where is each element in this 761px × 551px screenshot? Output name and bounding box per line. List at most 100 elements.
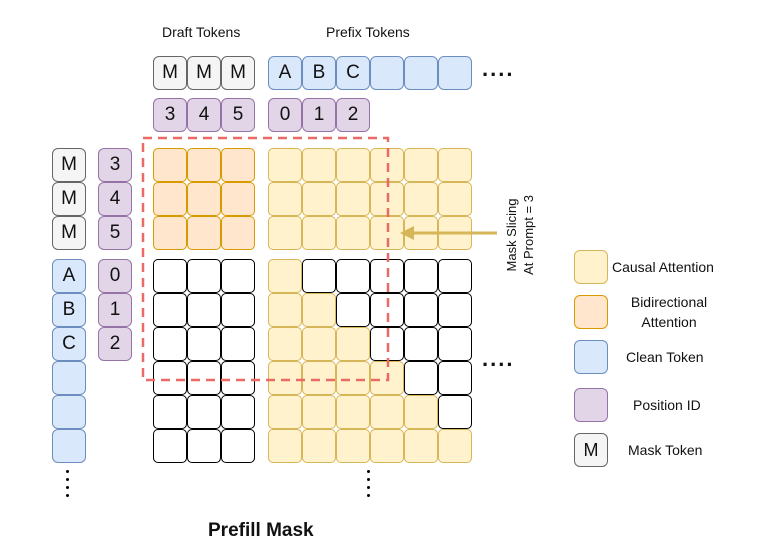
grid-cell-causal [268,148,302,182]
legend-mask-swatch: M [574,433,608,467]
grid-cell-empty [153,361,187,395]
grid-cell-causal [268,361,302,395]
grid-cell-bidirectional [187,182,221,216]
grid-cell-causal [336,148,370,182]
grid-cell-empty [187,327,221,361]
left-position-id: 2 [98,327,132,361]
grid-cell-causal [336,361,370,395]
grid-cell-empty [438,259,472,293]
left-clean-token: A [52,259,86,293]
grid-cell-causal [268,216,302,250]
grid-cell-empty [187,429,221,463]
grid-cell-causal [302,395,336,429]
grid-cell-empty [187,395,221,429]
grid-cell-empty [302,259,336,293]
grid-cell-causal [336,429,370,463]
top-mask-token: M [221,56,255,90]
grid-cell-causal [268,395,302,429]
grid-cell-causal [302,361,336,395]
mask-slicing-annotation: Mask Slicing At Prompt = 3 [470,185,570,285]
grid-cell-causal [370,216,404,250]
top-position-id: 0 [268,98,302,132]
grid-cell-empty [370,293,404,327]
left-position-id: 4 [98,182,132,216]
legend-bidirectional-label: Bidirectional Attention [630,294,708,330]
grid-cell-causal [302,182,336,216]
figure-title: Prefill Mask [208,520,314,541]
grid-cell-causal [438,182,472,216]
grid-cell-causal [302,293,336,327]
grid-cell-causal [438,429,472,463]
grid-cell-empty [187,259,221,293]
legend-mask-label: Mask Token [628,442,703,458]
legend-position-label: Position ID [633,397,701,413]
left-clean-token: B [52,293,86,327]
grid-cell-empty [221,259,255,293]
grid-cell-causal [404,216,438,250]
grid-bottom-ellipsis [367,470,371,502]
left-clean-token: C [52,327,86,361]
grid-cell-empty [404,361,438,395]
top-ellipsis: .... [482,56,515,81]
left-position-id: 1 [98,293,132,327]
top-position-id: 2 [336,98,370,132]
grid-cell-empty [438,293,472,327]
grid-cell-causal [370,395,404,429]
top-position-id: 5 [221,98,255,132]
left-mask-token: M [52,148,86,182]
grid-cell-empty [336,293,370,327]
grid-cell-empty [187,361,221,395]
legend-position-swatch [574,388,608,422]
legend-clean-swatch [574,340,608,374]
grid-cell-bidirectional [221,216,255,250]
grid-cell-empty [221,429,255,463]
grid-cell-empty [370,259,404,293]
grid-cell-empty [221,293,255,327]
grid-cell-causal [404,182,438,216]
left-position-id: 0 [98,259,132,293]
grid-cell-empty [404,259,438,293]
left-clean-token [52,429,86,463]
grid-cell-empty [221,327,255,361]
top-clean-token [370,56,404,90]
prefix-tokens-header: Prefix Tokens [326,24,410,40]
grid-cell-empty [153,293,187,327]
grid-cell-causal [370,361,404,395]
left-clean-token [52,395,86,429]
grid-cell-causal [336,395,370,429]
grid-cell-empty [336,259,370,293]
grid-cell-bidirectional [153,182,187,216]
top-position-id: 1 [302,98,336,132]
legend-causal-swatch [574,250,608,284]
grid-cell-causal [268,259,302,293]
left-position-id: 3 [98,148,132,182]
left-vertical-ellipsis [66,470,70,502]
grid-cell-empty [153,429,187,463]
top-clean-token [404,56,438,90]
grid-cell-empty [404,327,438,361]
grid-cell-causal [438,216,472,250]
top-position-id: 4 [187,98,221,132]
grid-cell-causal [336,216,370,250]
grid-cell-empty [153,259,187,293]
grid-cell-bidirectional [187,148,221,182]
top-mask-token: M [153,56,187,90]
grid-cell-causal [302,216,336,250]
grid-cell-causal [404,429,438,463]
grid-cell-causal [268,429,302,463]
grid-cell-causal [336,327,370,361]
grid-cell-causal [370,148,404,182]
grid-cell-empty [438,327,472,361]
grid-cell-empty [370,327,404,361]
grid-cell-bidirectional [187,216,221,250]
grid-cell-empty [153,327,187,361]
grid-cell-causal [268,327,302,361]
grid-cell-causal [268,182,302,216]
grid-cell-empty [153,395,187,429]
grid-cell-empty [221,361,255,395]
draft-tokens-header: Draft Tokens [162,24,241,40]
grid-cell-causal [268,293,302,327]
top-clean-token: A [268,56,302,90]
left-mask-token: M [52,216,86,250]
grid-cell-causal [404,148,438,182]
